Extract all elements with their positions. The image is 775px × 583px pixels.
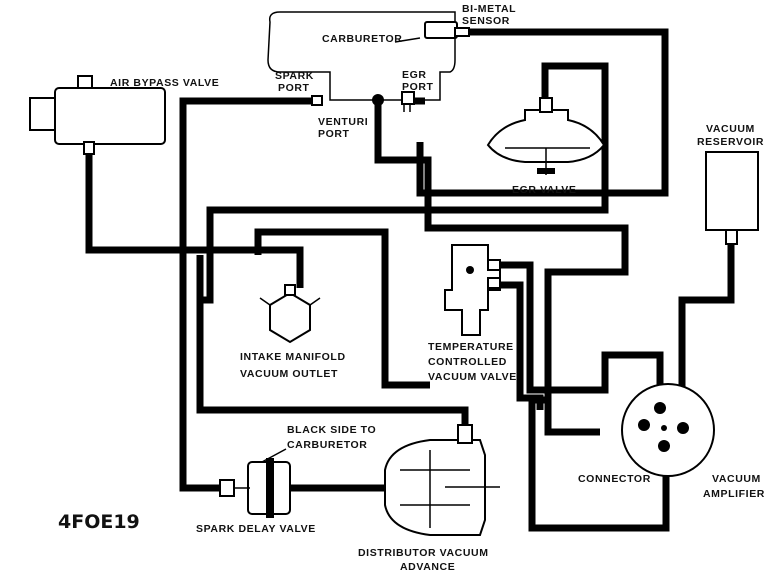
- hose-amplifier-out: [528, 396, 670, 532]
- egr-valve-seat: [537, 168, 555, 174]
- temp-valve-label-3: VACUUM VALVE: [428, 371, 517, 383]
- venturi-port-label-1: VENTURI: [318, 116, 368, 128]
- vacuum-amplifier-port-right: [677, 422, 689, 434]
- vacuum-reservoir-port: [725, 229, 738, 245]
- vacuum-amplifier-port-top: [654, 402, 666, 414]
- intake-manifold-top-port: [284, 284, 296, 296]
- hose-bimetal-sensor: [416, 28, 669, 197]
- vacuum-amplifier-port-left: [638, 419, 650, 431]
- egr-valve-port: [539, 97, 553, 113]
- temperature-controlled-vacuum-valve: [444, 244, 501, 336]
- intake-manifold-outlet: [259, 284, 321, 344]
- carburetor-leader: [394, 37, 421, 43]
- hose-temp-valve-out: [500, 261, 664, 410]
- spark-delay-valve-label: SPARK DELAY VALVE: [196, 523, 316, 535]
- egr-valve-label: EGR VALVE: [512, 184, 577, 196]
- distributor-advance-port: [457, 424, 473, 444]
- spark-delay-valve-inlet: [219, 479, 235, 497]
- vacuum-amplifier-port-bottom: [658, 440, 670, 452]
- venturi-port-label-2: PORT: [318, 128, 350, 140]
- vacuum-amplifier-body: [621, 383, 715, 477]
- spark-delay-valve: [219, 458, 300, 518]
- vacuum-reservoir-body: [705, 151, 759, 231]
- black-side-label-1: BLACK SIDE TO: [287, 424, 376, 436]
- figure-id: 4FOE19: [58, 511, 140, 533]
- distributor-label-2: ADVANCE: [400, 561, 455, 573]
- labels: BI-METAL SENSOR CARBURETOR AIR BYPASS VA…: [58, 3, 765, 573]
- spark-port-label-2: PORT: [278, 82, 310, 94]
- intake-manifold-side-ports: [259, 297, 321, 306]
- hose-manifold-top: [254, 228, 430, 389]
- distributor-advance-internals: [400, 450, 470, 528]
- carburetor: [267, 11, 470, 112]
- intake-manifold-label-1: INTAKE MANIFOLD: [240, 351, 346, 363]
- carburetor-label: CARBURETOR: [322, 33, 402, 45]
- spark-port-nipple: [311, 95, 323, 106]
- egr-port-label-2: PORT: [402, 81, 434, 93]
- hose-egr-valve: [200, 62, 609, 304]
- tcvv-body: [444, 244, 501, 336]
- distributor-advance-body: [384, 439, 486, 536]
- bimetal-sensor-nipple: [454, 27, 470, 37]
- air-bypass-valve-label: AIR BYPASS VALVE: [110, 77, 219, 89]
- bimetal-sensor-label-1: BI-METAL: [462, 3, 516, 15]
- bimetal-sensor-body: [424, 21, 458, 39]
- air-bypass-valve-inlet: [29, 97, 56, 131]
- air-bypass-valve-top-port: [77, 75, 93, 89]
- intake-manifold-hex: [269, 291, 311, 344]
- vacuum-reservoir-label-1: VACUUM: [706, 123, 755, 135]
- air-bypass-valve-body: [54, 87, 166, 145]
- hose-spark-port: [179, 97, 315, 492]
- tcvv-port-lower: [487, 277, 501, 289]
- tcvv-center: [466, 266, 474, 274]
- vacuum-reservoir: [705, 151, 759, 245]
- venturi-port-nipple: [372, 94, 384, 106]
- air-bypass-valve: [29, 75, 166, 155]
- spark-port-label-1: SPARK: [275, 70, 314, 82]
- spark-delay-valve-center: [266, 458, 274, 518]
- bimetal-sensor-label-2: SENSOR: [462, 15, 510, 27]
- black-side-leader: [261, 448, 287, 463]
- connector-label: CONNECTOR: [578, 473, 651, 485]
- black-side-label-2: CARBURETOR: [287, 439, 367, 451]
- vacuum-amplifier: [621, 383, 715, 477]
- egr-valve-diaphragm: [486, 109, 606, 163]
- egr-port-stem: [403, 104, 411, 112]
- vacuum-amplifier-label-2: AMPLIFIER: [703, 488, 765, 500]
- hose-reservoir: [678, 245, 735, 408]
- vacuum-amplifier-center: [661, 425, 667, 431]
- vacuum-reservoir-label-2: RESERVOIR: [697, 136, 764, 148]
- temp-valve-label-2: CONTROLLED: [428, 356, 507, 368]
- egr-port-nipple: [401, 91, 415, 105]
- hose-venturi-port: [374, 102, 629, 436]
- hose-manifold-loop: [196, 255, 469, 440]
- egr-valve: [486, 97, 606, 175]
- tcvv-port-upper: [487, 259, 501, 271]
- carburetor-outline: [267, 11, 456, 101]
- distributor-label-1: DISTRIBUTOR VACUUM: [358, 547, 489, 559]
- vacuum-hoses: [85, 28, 735, 532]
- hose-air-bypass: [85, 155, 304, 288]
- distributor-vacuum-advance: [384, 424, 500, 536]
- vacuum-amplifier-label-1: VACUUM: [712, 473, 761, 485]
- air-bypass-valve-bottom-port: [83, 141, 95, 155]
- temp-valve-label-1: TEMPERATURE: [428, 341, 514, 353]
- intake-manifold-label-2: VACUUM OUTLET: [240, 368, 338, 380]
- egr-port-label-1: EGR: [402, 69, 427, 81]
